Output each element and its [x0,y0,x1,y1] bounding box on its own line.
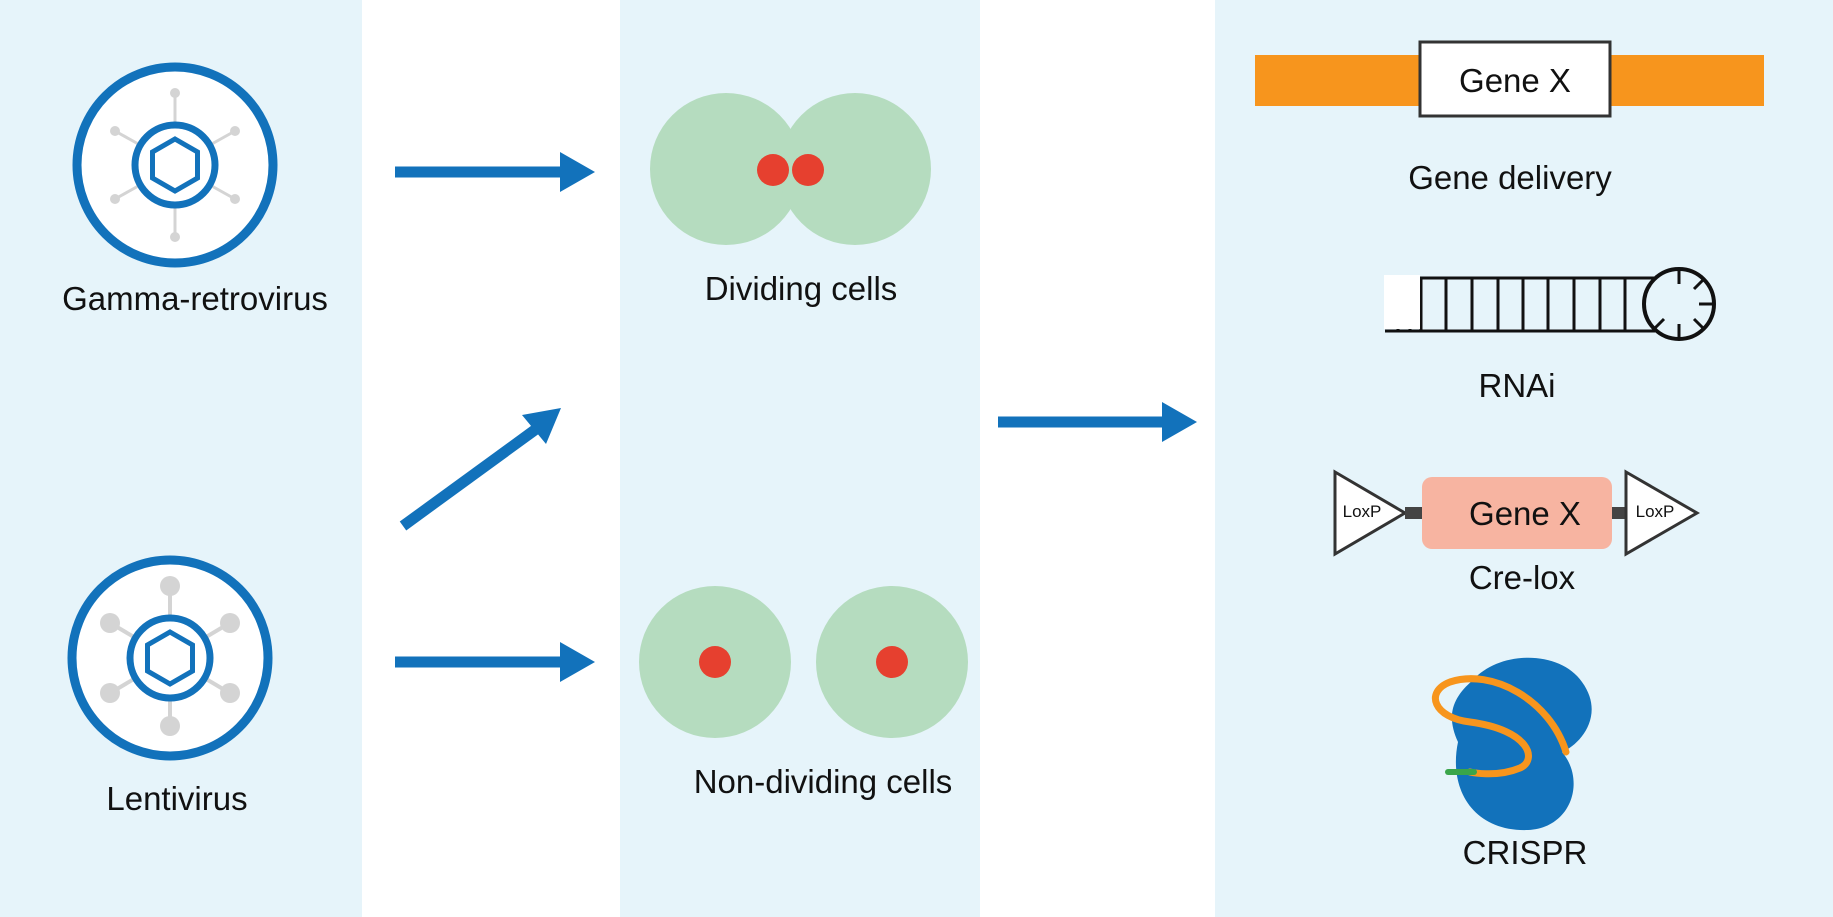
lentivirus-virus-icon [67,555,273,761]
loxp-left-label: LoxP [1343,502,1382,521]
arrow-cells-to-applications [998,402,1197,442]
cre-lox-gene-label: Gene X [1469,495,1581,532]
gene-delivery-icon [1255,40,1764,118]
cre-lox-label: Cre-lox [1469,559,1576,596]
non-dividing-cells-label: Non-dividing cells [694,763,953,800]
non-dividing-cell-icon [639,586,968,738]
cre-lox-icon [1333,469,1700,557]
crispr-cas9-icon [1431,657,1592,831]
dividing-cells-label: Dividing cells [705,270,898,307]
arrow-lenti-to-dividing [399,408,561,531]
loxp-left-triangle-icon [1333,469,1408,557]
rnai-hairpin-icon [1385,267,1716,341]
rnai-hairpin-gap [1384,275,1420,329]
loxp-right-triangle-icon [1624,469,1700,557]
crispr-label: CRISPR [1463,834,1588,871]
arrow-gamma-to-dividing [395,152,595,192]
rnai-label: RNAi [1478,367,1555,404]
arrow-lenti-to-non-dividing [395,642,595,682]
gene-delivery-gene-label: Gene X [1459,62,1571,99]
gene-delivery-label: Gene delivery [1408,159,1612,196]
dividing-cell-icon [650,93,931,245]
lentivirus-label: Lentivirus [106,780,247,817]
gamma-retrovirus-label: Gamma-retrovirus [62,280,328,317]
loxp-right-label: LoxP [1636,502,1675,521]
gamma-retrovirus-virus-icon [72,62,278,268]
